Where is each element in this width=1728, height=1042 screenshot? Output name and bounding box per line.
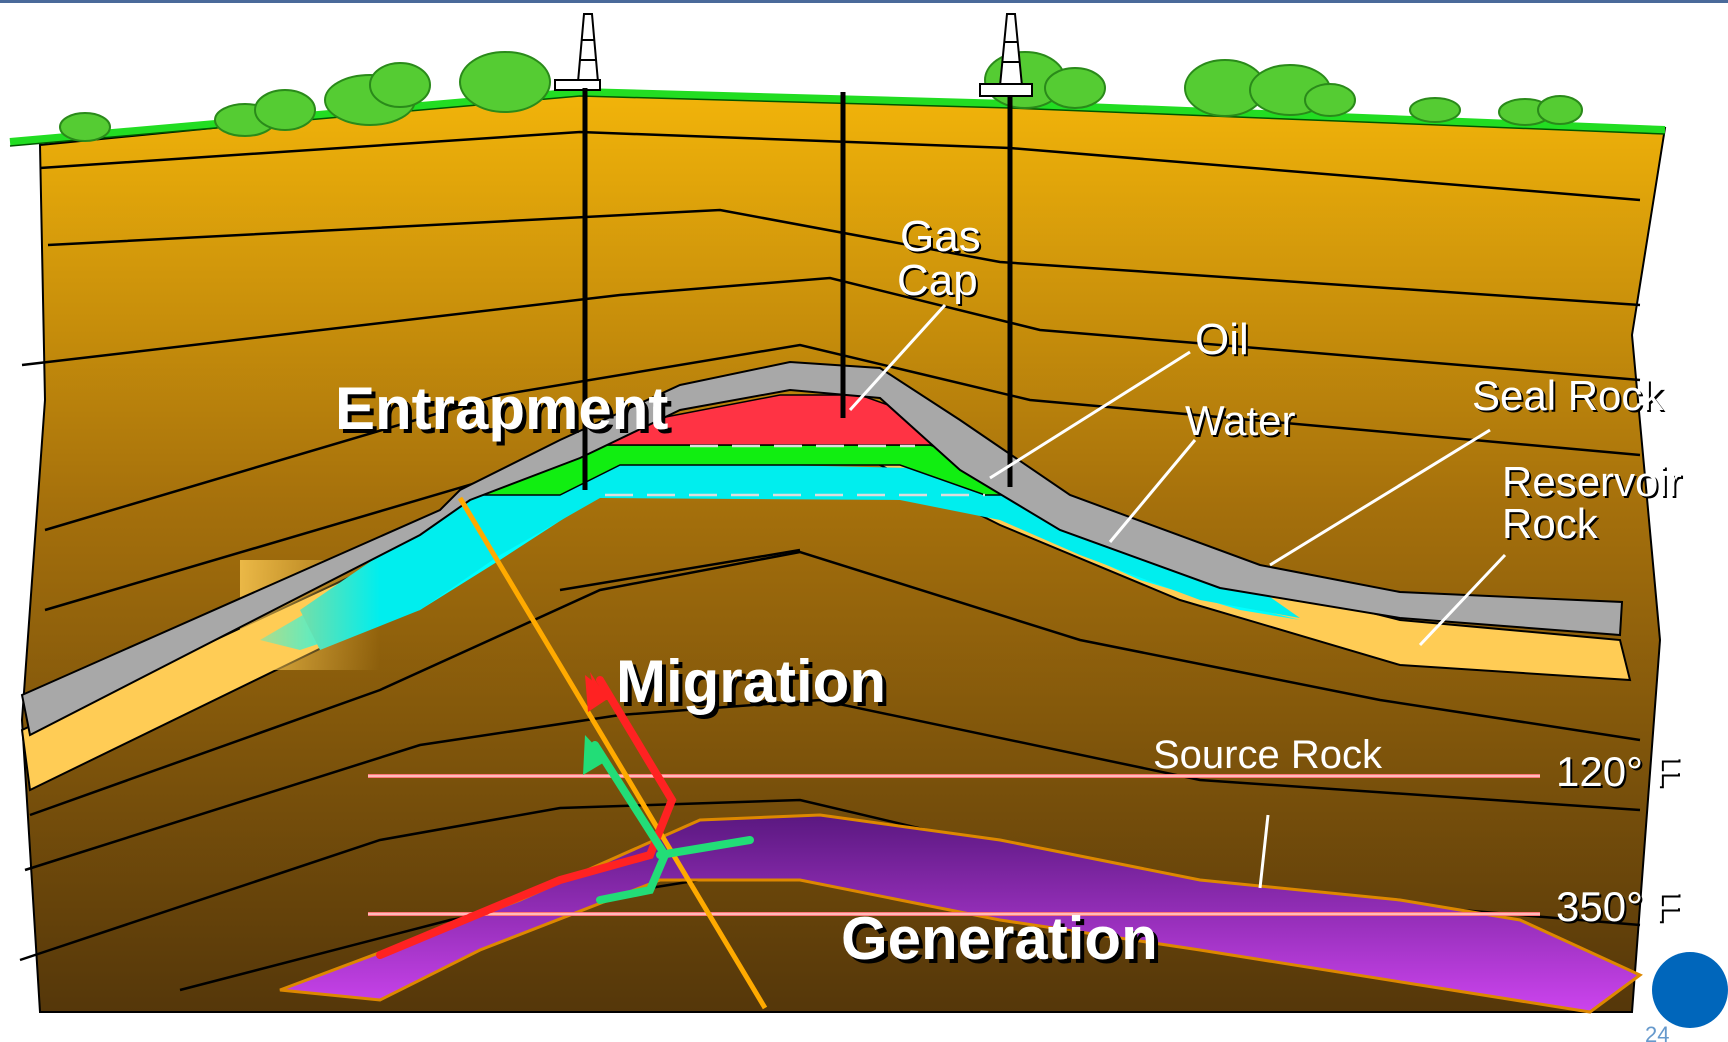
label-gas-cap-group: Gas Gas Cap Cap [897, 212, 983, 307]
migration-arrowhead-red-main [585, 675, 612, 712]
label-temp-120: 120° F [1556, 748, 1680, 795]
label-seal-rock-group: Seal Rock Seal Rock [1472, 372, 1666, 421]
label-source-rock: Source Rock [1153, 733, 1383, 777]
seal-rock-layer [20, 360, 1624, 737]
migration-branch-green [656, 836, 754, 859]
fault-line [457, 496, 768, 1010]
svg-text:Gas: Gas [902, 214, 983, 263]
label-entrapment-group: Entrapment Entrapment [335, 375, 672, 446]
page-number: 24 [1645, 1022, 1669, 1042]
svg-text:Reservoir: Reservoir [1504, 460, 1684, 507]
svg-text:120° F: 120° F [1558, 750, 1682, 797]
label-migration-group: Migration Migration [616, 648, 890, 719]
label-entrapment: Entrapment [335, 375, 668, 442]
svg-text:350° F: 350° F [1558, 885, 1682, 932]
svg-text:Oil: Oil [1197, 317, 1251, 366]
label-reservoir-rock-group: Reservoir Reservoir Rock Rock [1502, 458, 1684, 549]
migration-arrowhead-green [583, 735, 608, 775]
label-gas-cap-line2: Cap [897, 256, 978, 305]
water-leader [1108, 439, 1197, 543]
gas-cap-leader [848, 303, 947, 412]
label-seal-rock: Seal Rock [1472, 372, 1664, 419]
svg-text:Rock: Rock [1504, 502, 1601, 549]
reservoir-rock-leader [1418, 553, 1507, 647]
top-border [0, 0, 1728, 3]
label-migration: Migration [616, 648, 886, 715]
label-generation-group: Generation Generation [841, 905, 1162, 976]
label-gas-cap-line1: Gas [900, 212, 981, 261]
trees [59, 51, 1583, 142]
label-oil-group: Oil Oil [1195, 315, 1251, 366]
label-temp-350-group: 350° F 350° F [1556, 883, 1682, 932]
label-generation: Generation [841, 905, 1158, 972]
svg-text:Generation: Generation [845, 909, 1162, 976]
derrick-right [979, 13, 1033, 97]
svg-text:Water: Water [1187, 399, 1297, 446]
label-reservoir-line2: Rock [1502, 500, 1599, 547]
migration-path-green [591, 741, 670, 904]
svg-text:Seal Rock: Seal Rock [1474, 374, 1666, 421]
oil-leader [989, 350, 1191, 480]
svg-text:Migration: Migration [620, 652, 890, 719]
label-oil: Oil [1195, 315, 1249, 364]
migration-path-red [376, 676, 677, 959]
label-temp-350: 350° F [1556, 883, 1680, 930]
page-badge [1652, 952, 1728, 1028]
derrick-left [554, 13, 601, 91]
source-rock-leader [1258, 814, 1270, 889]
strata-lines [19, 130, 1641, 992]
svg-text:Entrapment: Entrapment [339, 379, 672, 446]
label-water-group: Water Water [1185, 397, 1297, 446]
seal-rock-leader [1269, 428, 1491, 567]
svg-text:Cap: Cap [899, 258, 980, 307]
label-water: Water [1185, 397, 1295, 444]
label-reservoir-line1: Reservoir [1502, 458, 1682, 505]
label-temp-120-group: 120° F 120° F [1556, 748, 1682, 797]
